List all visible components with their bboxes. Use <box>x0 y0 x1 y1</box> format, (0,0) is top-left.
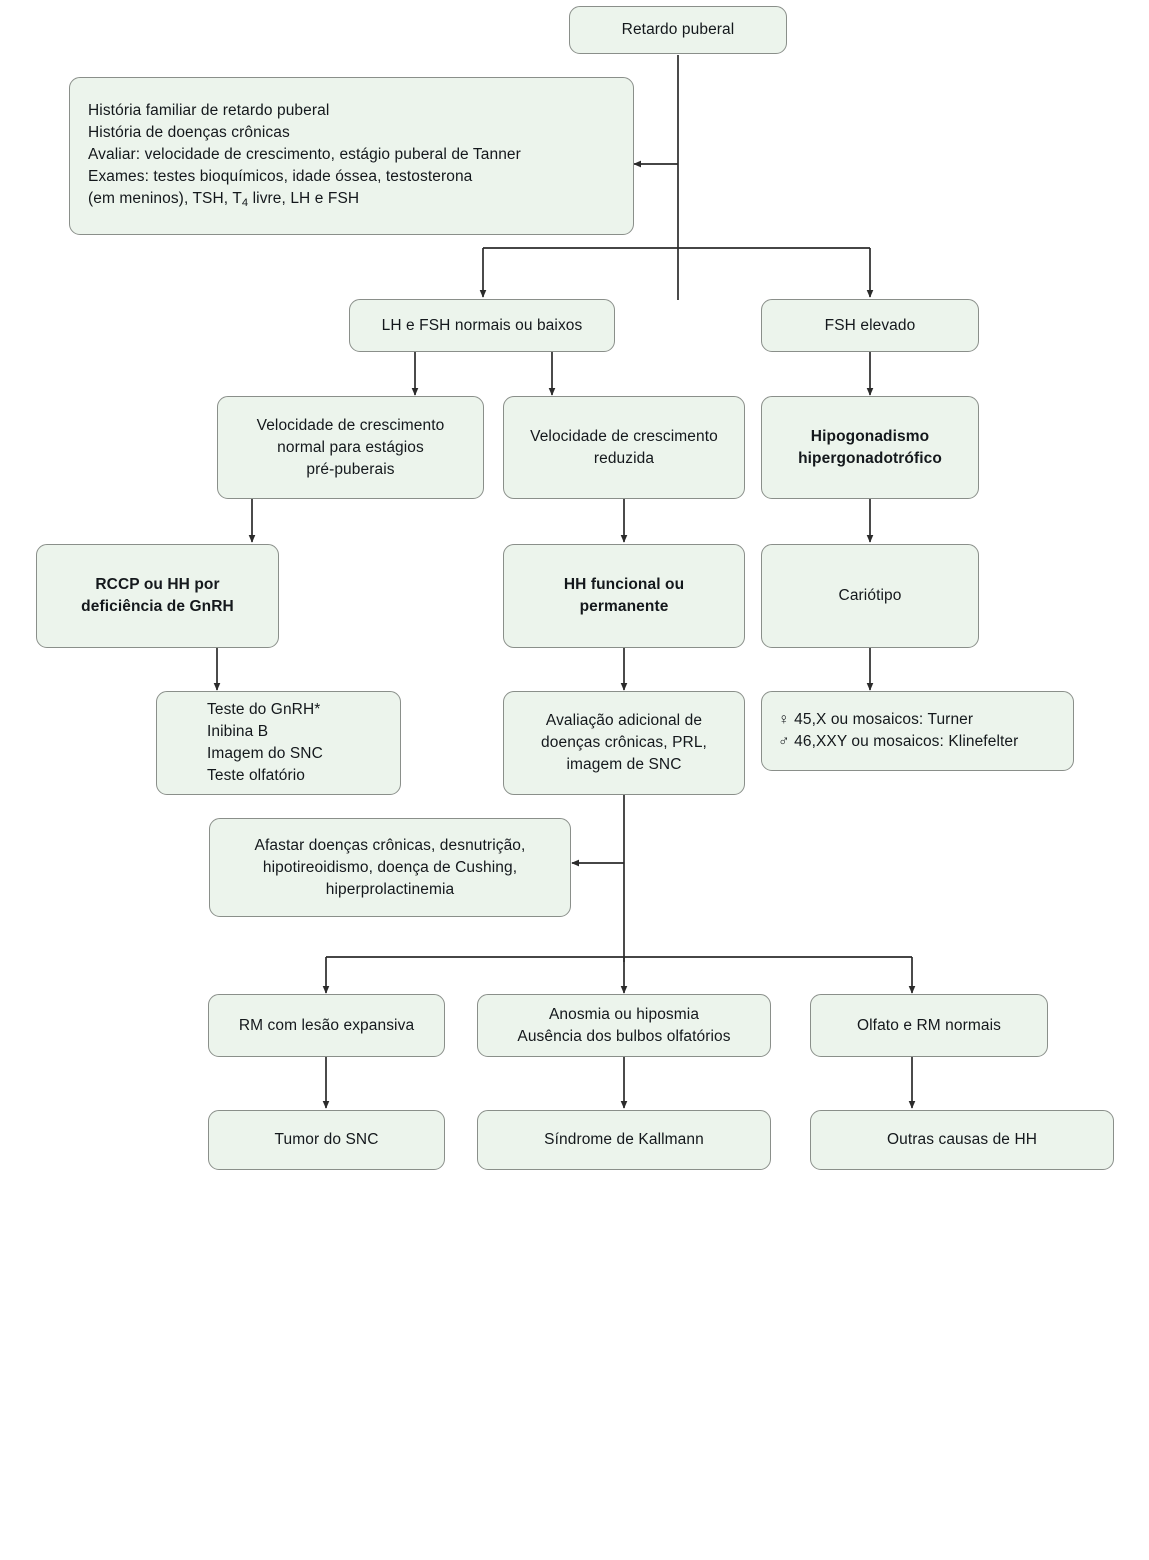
node-label: FSH elevado <box>824 316 916 334</box>
node-cariotipo[interactable]: Cariótipo <box>761 544 979 648</box>
history-line-5-post: livre, LH e FSH <box>248 190 360 208</box>
t4-subscript: 4 <box>241 197 249 210</box>
karyotype-result-klinefelter: ♂ 46,XXY ou mosaicos: Klinefelter <box>778 733 1019 750</box>
history-line-2: História de doenças crônicas <box>88 124 290 142</box>
node-label: Velocidade de crescimento normal para es… <box>256 416 445 478</box>
node-label: Tumor do SNC <box>274 1131 379 1148</box>
history-line-5: (em meninos), TSH, T4 livre, LH e FSH <box>88 188 521 212</box>
node-label: Teste do GnRH* Inibina B Imagem do SNC T… <box>207 701 323 784</box>
node-hipogonadismo-hipergonadotrofico[interactable]: Hipogonadismo hipergonadotrófico <box>761 396 979 499</box>
node-label: Cariótipo <box>838 587 902 604</box>
node-velocidade-crescimento-reduzida[interactable]: Velocidade de crescimento reduzida <box>503 396 745 499</box>
node-label: Anosmia ou hiposmia Ausência dos bulbos … <box>517 1005 731 1045</box>
node-retardo-puberal[interactable]: Retardo puberal <box>569 6 787 54</box>
node-avaliacao-adicional[interactable]: Avaliação adicional de doenças crônicas,… <box>503 691 745 795</box>
node-outras-causas-de-hh[interactable]: Outras causas de HH <box>810 1110 1114 1170</box>
karyotype-result-turner: ♀ 45,X ou mosaicos: Turner <box>778 711 974 728</box>
node-label: Outras causas de HH <box>886 1131 1038 1148</box>
node-label: Síndrome de Kallmann <box>544 1131 704 1148</box>
node-resultados-cariotipo[interactable]: ♀ 45,X ou mosaicos: Turner ♂ 46,XXY ou m… <box>761 691 1074 771</box>
node-label: Velocidade de crescimento reduzida <box>530 427 718 467</box>
history-line-5-pre: (em meninos), TSH, T <box>88 190 242 208</box>
node-rccp-ou-hh-deficiencia-gnrh[interactable]: RCCP ou HH por deficiência de GnRH <box>36 544 279 648</box>
node-tumor-do-snc[interactable]: Tumor do SNC <box>208 1110 445 1170</box>
node-label: HH funcional ou permanente <box>563 576 685 615</box>
node-testes-gnrh-inibina-snc-olfatorio[interactable]: Teste do GnRH* Inibina B Imagem do SNC T… <box>156 691 401 795</box>
node-olfato-e-rm-normais[interactable]: Olfato e RM normais <box>810 994 1048 1057</box>
history-line-3: Avaliar: velocidade de crescimento, está… <box>88 146 521 164</box>
node-label: Olfato e RM normais <box>856 1016 1002 1034</box>
node-historia-avaliacao[interactable]: História familiar de retardo puberal His… <box>69 77 634 235</box>
node-label: Avaliação adicional de doenças crônicas,… <box>541 712 707 773</box>
node-hh-funcional-ou-permanente[interactable]: HH funcional ou permanente <box>503 544 745 648</box>
node-label: Hipogonadismo hipergonadotrófico <box>798 427 942 467</box>
node-label: RM com lesão expansiva <box>238 1016 415 1034</box>
node-label: Retardo puberal <box>621 21 735 38</box>
node-anosmia-ou-hiposmia[interactable]: Anosmia ou hiposmia Ausência dos bulbos … <box>477 994 771 1057</box>
node-label: RCCP ou HH por deficiência de GnRH <box>81 576 234 615</box>
node-label: LH e FSH normais ou baixos <box>381 316 583 334</box>
node-fsh-elevado[interactable]: FSH elevado <box>761 299 979 352</box>
node-velocidade-crescimento-normal[interactable]: Velocidade de crescimento normal para es… <box>217 396 484 499</box>
node-sindrome-de-kallmann[interactable]: Síndrome de Kallmann <box>477 1110 771 1170</box>
history-line-4: Exames: testes bioquímicos, idade óssea,… <box>88 168 473 186</box>
node-afastar-doencas-cronicas[interactable]: Afastar doenças crônicas, desnutrição, h… <box>209 818 571 917</box>
node-lh-fsh-normais-ou-baixos[interactable]: LH e FSH normais ou baixos <box>349 299 615 352</box>
node-rm-com-lesao-expansiva[interactable]: RM com lesão expansiva <box>208 994 445 1057</box>
history-line-1: História familiar de retardo puberal <box>88 102 330 120</box>
node-label: Afastar doenças crônicas, desnutrição, h… <box>254 836 526 898</box>
